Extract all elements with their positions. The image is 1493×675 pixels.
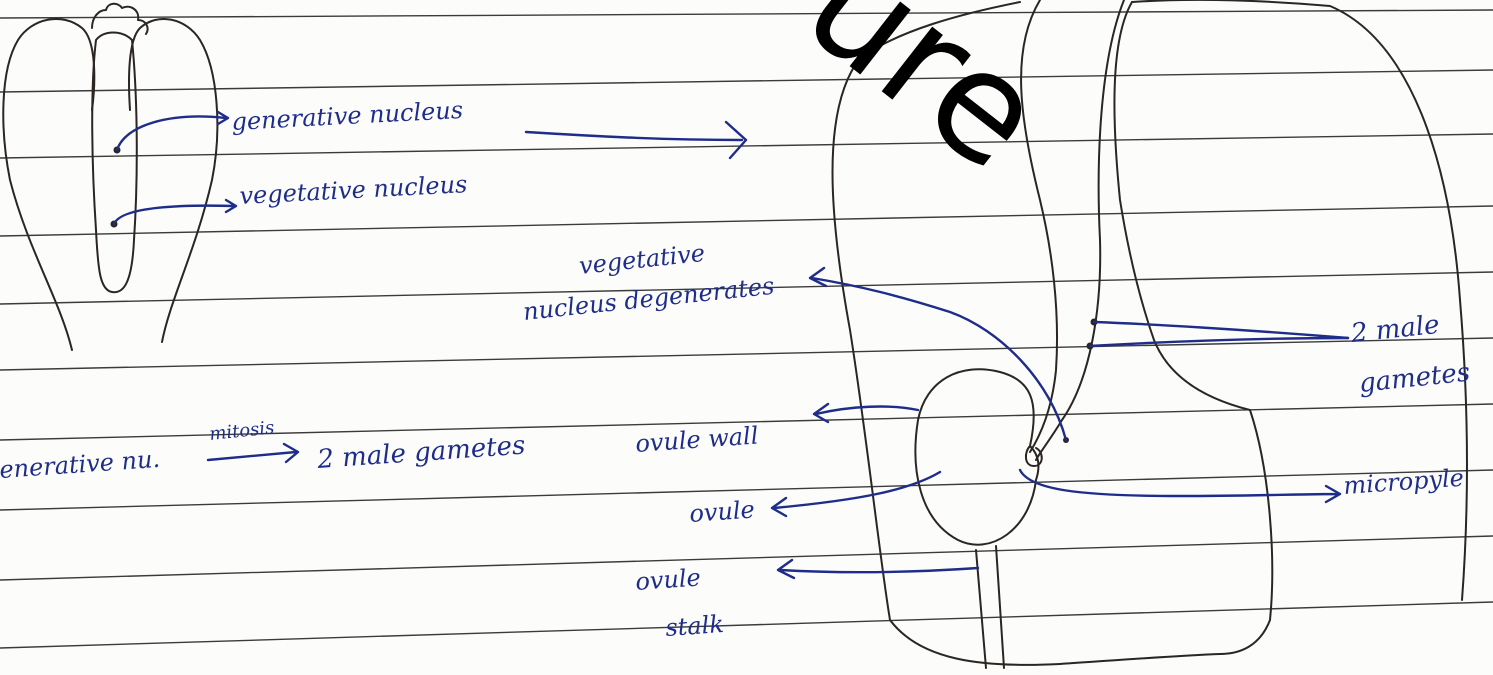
ovule-stalk [976, 546, 1004, 668]
pollen-outer-right-lobe [129, 19, 217, 342]
pollen-outer-left-lobe [3, 19, 94, 350]
ruled-line [0, 536, 1493, 580]
equation-left-text: enerative nu. [0, 445, 161, 484]
ruled-line [0, 338, 1493, 370]
vegetative-nucleus-pointer [114, 200, 236, 224]
pollen-tube [92, 33, 137, 293]
ovule-wall-label: ovule wall [634, 421, 759, 458]
equation-arrow [208, 444, 298, 462]
vegetative-degenerates-label-line1: vegetative [578, 239, 707, 280]
ruled-line [0, 602, 1493, 648]
pollen-grain-drawing: generative nucleus vegetative nucleus [3, 4, 468, 350]
ruled-line [0, 206, 1493, 236]
ovule-stalk-pointer [778, 560, 978, 578]
generative-nucleus-label: generative nucleus [231, 96, 464, 136]
two-male-gametes-label-line1: 2 male [1349, 310, 1441, 349]
equation-right-text: 2 male gametes [315, 431, 526, 476]
mitosis-equation: enerative nu. mitosis 2 male gametes [0, 417, 526, 484]
ruled-line [0, 10, 1493, 18]
generative-nucleus-pointer [117, 112, 228, 150]
two-male-gametes-label-line2: gametes [1358, 357, 1472, 398]
ovule-pointer [772, 472, 940, 516]
pistil-labels: vegetative nucleus degenerates 2 male ga… [522, 239, 1472, 642]
ovule-label: ovule [688, 495, 755, 527]
ruled-lines [0, 10, 1493, 648]
vegetative-nucleus-label: vegetative nucleus [239, 170, 468, 210]
ovule-wall-outline [915, 369, 1038, 544]
male-gametes-pointer-upper [1094, 322, 1348, 338]
ruled-line [0, 70, 1493, 92]
micropyle-label: micropyle [1342, 464, 1464, 500]
ovule-stalk-label-line2: stalk [664, 610, 724, 642]
vegetative-degenerates-pointer [810, 268, 1066, 440]
watermark-text: ure [774, 0, 1075, 204]
pistil-pointers [772, 268, 1348, 578]
equation-arrow-label: mitosis [208, 417, 275, 445]
transition-arrow [526, 122, 746, 158]
ovule-stalk-label-line1: ovule [634, 563, 701, 595]
vegetative-degenerates-label-line2: nucleus degenerates [522, 272, 776, 326]
pistil-right-flank [1132, 0, 1467, 600]
ruled-line [0, 134, 1493, 158]
